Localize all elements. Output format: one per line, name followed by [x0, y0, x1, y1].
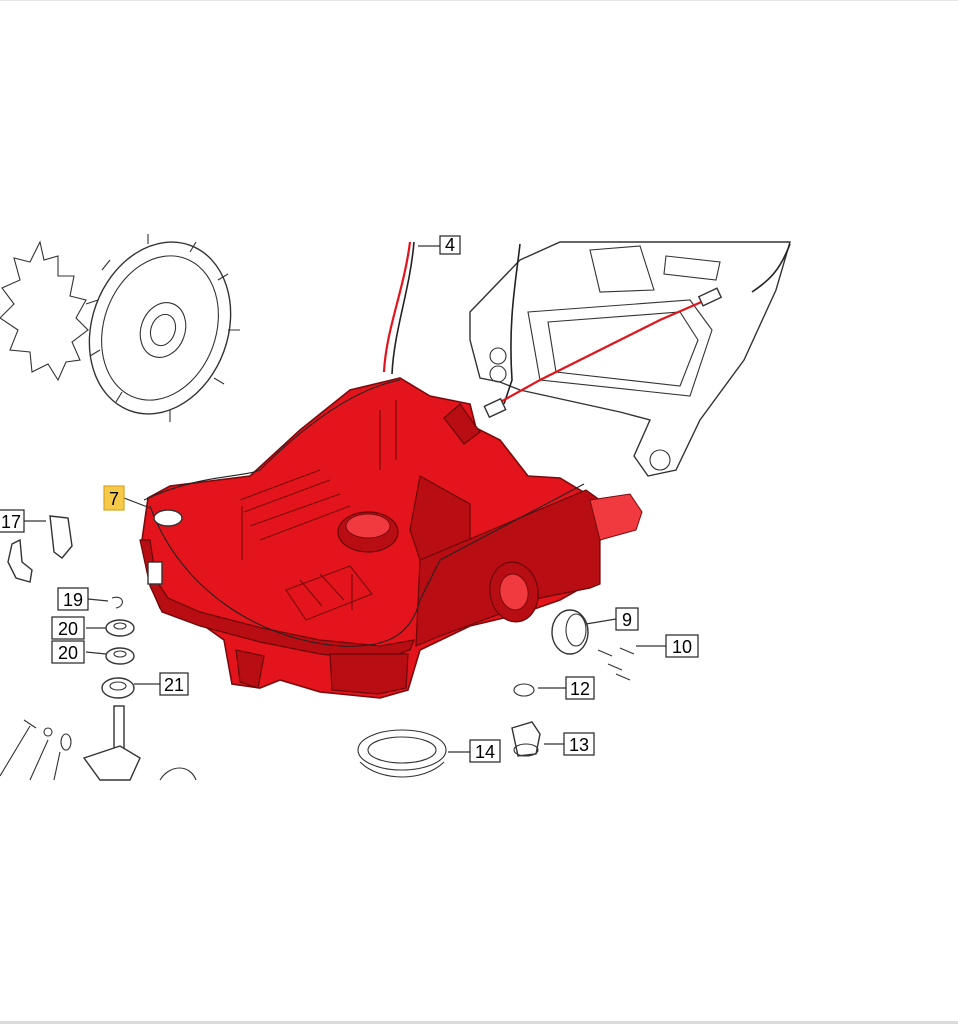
svg-text:21: 21 [164, 675, 184, 695]
callout-7-highlighted[interactable]: 7 [103, 485, 125, 511]
top-border-line [0, 0, 958, 1]
callout-14: 14 [469, 739, 501, 763]
svg-text:9: 9 [622, 610, 632, 630]
callout-20-upper: 20 [51, 616, 85, 640]
svg-text:13: 13 [569, 735, 589, 755]
bottom-border-line [0, 1021, 958, 1024]
svg-text:10: 10 [672, 637, 692, 657]
drive-wheel-illustration [0, 234, 240, 422]
callout-9: 9 [615, 607, 639, 631]
callout-4: 4 [439, 235, 461, 255]
small-parts-illustration [0, 515, 635, 781]
svg-text:4: 4 [445, 235, 455, 255]
callout-leader-lines [24, 245, 666, 753]
chassis-part-7-illustration [139, 241, 643, 699]
callout-21: 21 [159, 672, 189, 696]
svg-text:7: 7 [109, 489, 119, 509]
svg-text:20: 20 [58, 619, 78, 639]
callout-10: 10 [665, 634, 699, 658]
callout-12: 12 [565, 676, 595, 700]
svg-text:14: 14 [475, 742, 495, 762]
svg-text:12: 12 [570, 679, 590, 699]
svg-text:17: 17 [1, 512, 21, 532]
callout-19: 19 [57, 587, 89, 611]
svg-text:20: 20 [58, 643, 78, 663]
upper-body-shell-illustration [469, 241, 791, 477]
callout-20-lower: 20 [51, 640, 85, 664]
callout-13: 13 [563, 732, 595, 756]
callout-17: 17 [0, 509, 25, 533]
svg-text:19: 19 [63, 590, 83, 610]
